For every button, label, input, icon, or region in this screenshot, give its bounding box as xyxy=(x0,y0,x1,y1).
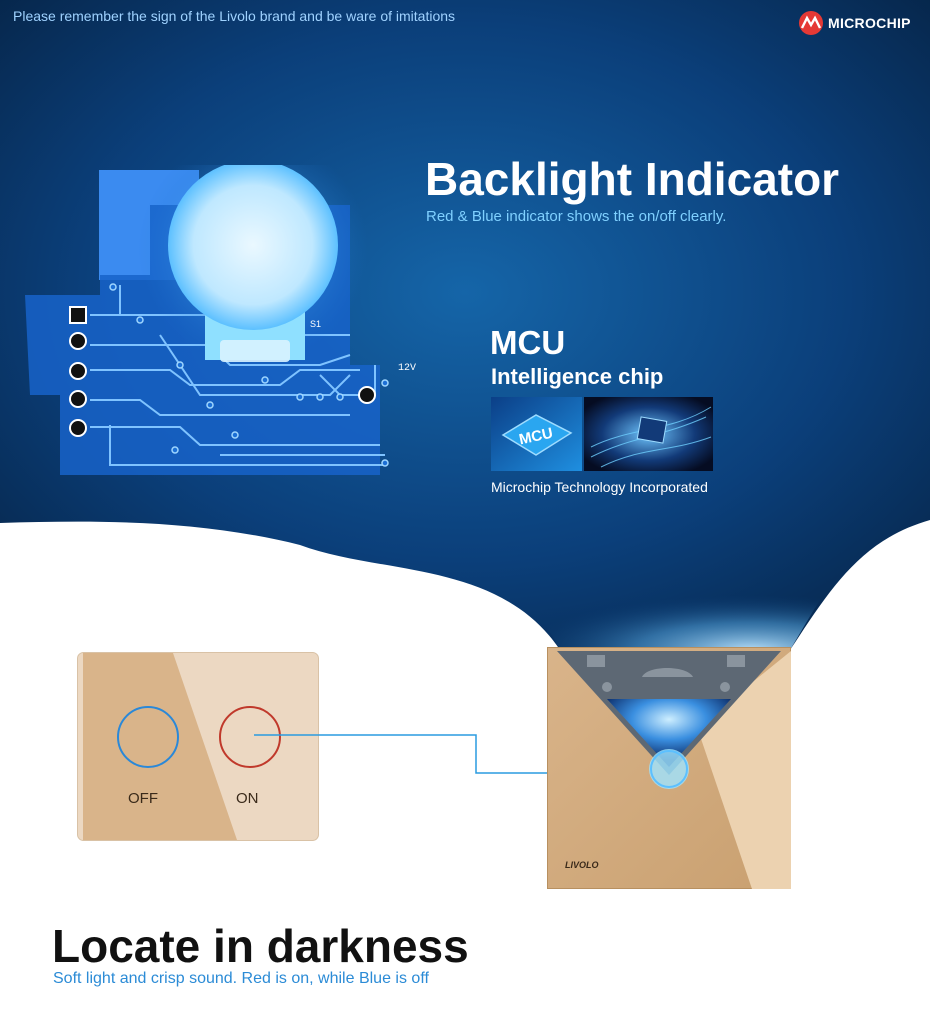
switch-brand: LIVOLO xyxy=(565,860,599,870)
hero-background xyxy=(0,0,930,650)
microchip-brand: MICROCHIP xyxy=(798,10,911,36)
microchip-logo-icon xyxy=(799,11,823,35)
mcu-chip-label: MCU xyxy=(518,425,555,449)
mcu-subtitle: Intelligence chip xyxy=(491,364,664,389)
on-indicator-ring[interactable] xyxy=(217,704,283,770)
switch-panel-illustration xyxy=(77,652,319,841)
off-indicator-ring[interactable] xyxy=(115,704,181,770)
livolo-switch-cutaway: LIVOLO xyxy=(547,647,791,889)
mcu-chip-images: MCU xyxy=(491,397,713,471)
locate-title: Locate in darkness xyxy=(52,920,469,972)
backlight-subtitle: Red & Blue indicator shows the on/off cl… xyxy=(426,208,727,225)
on-label: ON xyxy=(236,790,259,807)
pcb-label-12v: 12V xyxy=(398,363,416,374)
mcu-caption: Microchip Technology Incorporated xyxy=(491,479,708,495)
pcb-label-s1: S1 xyxy=(310,319,321,329)
brand-name: MICROCHIP xyxy=(828,15,911,31)
locate-subtitle: Soft light and crisp sound. Red is on, w… xyxy=(53,970,429,987)
mcu-title: MCU xyxy=(490,324,566,361)
pcb-illustration: S1 12V xyxy=(25,165,416,475)
off-label: OFF xyxy=(128,790,158,807)
backlight-title: Backlight Indicator xyxy=(425,153,840,205)
imitation-notice: Please remember the sign of the Livolo b… xyxy=(13,8,456,24)
